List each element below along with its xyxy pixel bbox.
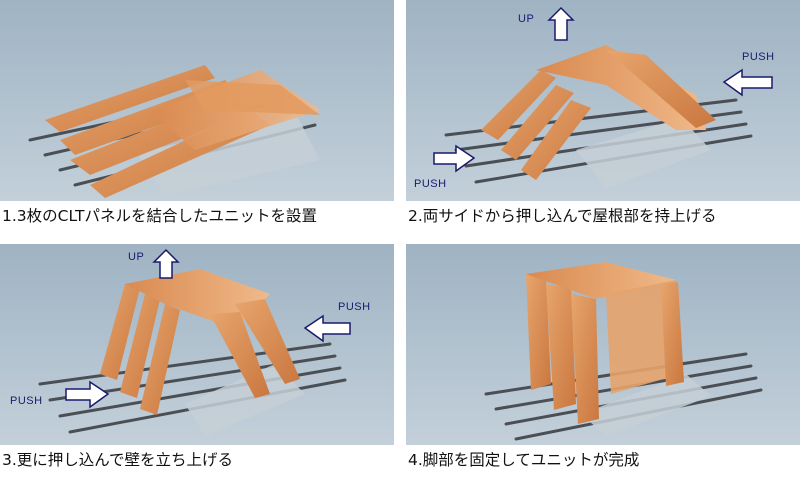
step-4-image: [406, 244, 800, 445]
step-1-image: [0, 0, 394, 201]
completed-unit: [526, 262, 684, 424]
push-label-left: PUSH: [414, 178, 447, 190]
up-arrow-icon: [152, 248, 180, 279]
step-4-caption: 4.脚部を固定してユニットが完成: [408, 451, 640, 469]
step-3-caption: 3.更に押し込んで壁を立ち上げる: [2, 451, 234, 469]
clt-panels-walls-rising: [100, 269, 300, 415]
up-label: UP: [128, 251, 144, 263]
clt-panels-flat: [45, 65, 320, 198]
push-arrow-right-icon: [65, 380, 110, 409]
step-3-image: UP PUSH PUSH: [0, 244, 394, 445]
up-label: UP: [518, 13, 534, 25]
clt-panels-lifted: [481, 45, 716, 180]
push-label-left: PUSH: [10, 395, 43, 407]
push-arrow-left-icon: [303, 314, 351, 343]
push-arrow-left-icon: [722, 68, 773, 97]
push-label-right: PUSH: [338, 301, 371, 313]
step-1-caption: 1.3枚のCLTパネルを結合したユニットを設置: [2, 207, 317, 225]
step-2-image: UP PUSH PUSH: [406, 0, 800, 201]
push-label-right: PUSH: [742, 51, 775, 63]
up-arrow-icon: [547, 6, 575, 41]
push-arrow-right-icon: [433, 144, 476, 173]
step-2-caption: 2.両サイドから押し込んで屋根部を持上げる: [408, 207, 717, 225]
